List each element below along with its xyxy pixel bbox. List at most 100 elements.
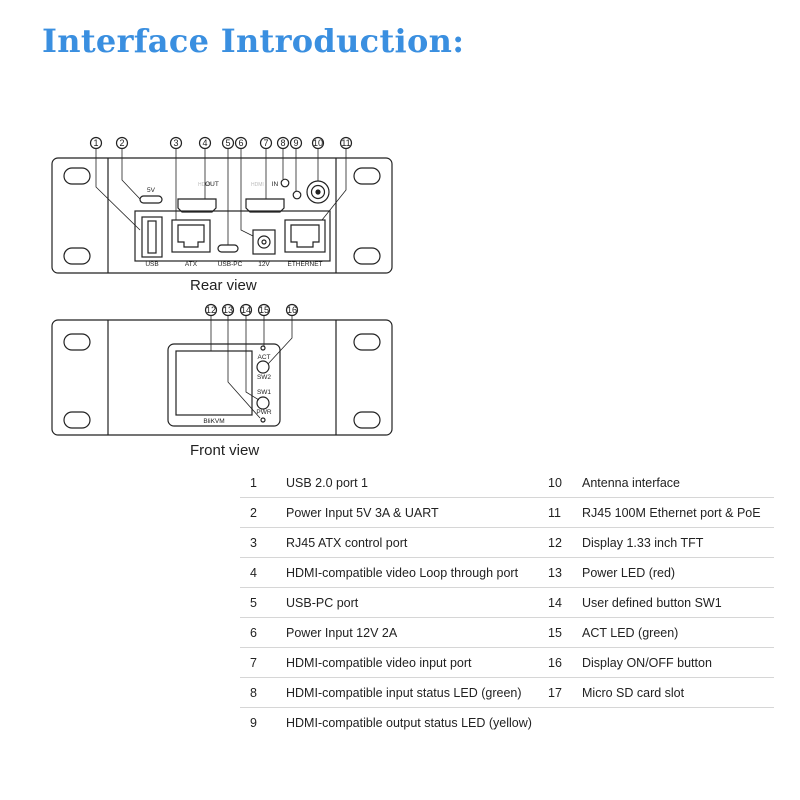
legend-number: 6 [240,617,286,648]
act-led-icon [260,345,266,351]
mounting-slot [353,411,381,429]
legend-text: RJ45 ATX control port [286,527,548,558]
hdmi-out-port-icon [177,198,217,213]
page-title: Interface Introduction: [42,22,465,60]
brand-label: BliKVM [203,418,224,425]
legend-text: Display 1.33 inch TFT [582,527,774,558]
legend-text: ACT LED (green) [582,617,774,648]
legend-text: HDMI-compatible video input port [286,647,548,678]
interface-legend-table: 1 USB 2.0 port 1 10 Antenna interface 2 … [240,468,774,737]
hdmi-out-label: OUT [205,181,219,188]
legend-text: Micro SD card slot [582,677,774,708]
mounting-slot [353,167,381,185]
table-row: 6 Power Input 12V 2A 15 ACT LED (green) [240,617,774,648]
callout-number: 2 [119,138,124,148]
sw2-label: SW2 [257,374,271,381]
mounting-slot [353,247,381,265]
callout-number: 11 [341,138,350,148]
legend-number: 11 [548,497,582,528]
rear-view-caption: Rear view [190,277,257,294]
callout-number: 16 [287,305,297,315]
legend-number: 14 [548,587,582,618]
table-row: 7 HDMI-compatible video input port 16 Di… [240,647,774,678]
legend-text [582,708,774,738]
legend-text: HDMI-compatible output status LED (yello… [286,715,532,730]
act-label: ACT [258,354,271,361]
legend-text: Power Input 12V 2A [286,617,548,648]
callout-number: 12 [206,305,216,315]
table-row: 1 USB 2.0 port 1 10 Antenna interface [240,468,774,498]
callout-number: 8 [280,138,285,148]
pwr-led-icon [260,417,266,423]
legend-number: 12 [548,527,582,558]
legend-text: HDMI-compatible video Loop through port [286,557,548,588]
usb-c-5v-port-icon [139,195,163,204]
pwr-label: PWR [256,409,271,416]
front-view-caption: Front view [190,442,260,459]
legend-text: Power Input 5V 3A & UART [286,497,548,528]
legend-text: RJ45 100M Ethernet port & PoE [582,497,774,528]
legend-number: 5 [240,587,286,618]
legend-number: 17 [548,677,582,708]
legend-text: Antenna interface [582,468,774,498]
legend-text: User defined button SW1 [582,587,774,618]
rear-view-device: HDMI HDMI [51,157,393,274]
legend-number: 10 [548,468,582,498]
device-diagram: HDMI HDMI [51,136,393,436]
table-row: 4 HDMI-compatible video Loop through por… [240,557,774,588]
ethernet-label: ETHERNET [287,261,322,268]
input-led-icon [280,178,290,188]
callout-number: 1 [93,138,98,148]
sw1-label: SW1 [257,389,271,396]
12v-label: 12V [258,261,270,268]
legend-text: USB-PC port [286,587,548,618]
mounting-slot [63,411,91,429]
atx-label: ATX [185,261,198,268]
front-view-device [51,319,393,436]
legend-number: 8 [240,677,286,708]
sw2-button-icon [256,360,270,374]
callout-number: 5 [225,138,230,148]
usb-pc-label: USB-PC [218,261,243,268]
callout-number: 4 [202,138,207,148]
mounting-slot [63,333,91,351]
legend-text: HDMI-compatible input status LED (green) [286,677,548,708]
callout-number: 10 [313,138,323,148]
front-callouts [204,303,299,317]
tft-display [175,350,253,416]
svg-text:HDMI: HDMI [198,182,211,188]
legend-number: 3 [240,527,286,558]
atx-rj45-port-icon [171,219,211,253]
usb-port-icon [141,216,163,258]
mounting-slot [63,167,91,185]
output-led-icon [292,190,302,200]
legend-number: 2 [240,497,286,528]
hdmi-in-label: IN [272,181,279,188]
legend-number: 16 [548,647,582,678]
callout-number: 3 [173,138,178,148]
callout-number: 14 [241,305,251,315]
table-row: 5 USB-PC port 14 User defined button SW1 [240,587,774,618]
callout-number: 9 [293,138,298,148]
legend-number: 4 [240,557,286,588]
mounting-slot [353,333,381,351]
front-leader-lines [210,315,293,419]
dc-12v-port-icon [252,229,276,255]
legend-text: Display ON/OFF button [582,647,774,678]
sw1-button-icon [256,396,270,410]
table-row: 9 HDMI-compatible output status LED (yel… [240,708,774,738]
table-row: 8 HDMI-compatible input status LED (gree… [240,677,774,708]
table-row: 3 RJ45 ATX control port 12 Display 1.33 … [240,527,774,558]
callout-number: 15 [259,305,269,315]
legend-number: 9 [250,715,257,730]
legend-number [548,708,582,738]
legend-text: USB 2.0 port 1 [286,468,548,498]
callout-number: 7 [263,138,268,148]
legend-number: 13 [548,557,582,588]
legend-number: 15 [548,617,582,648]
legend-number: 1 [240,468,286,498]
hdmi-in-port-icon [245,198,285,213]
legend-number: 7 [240,647,286,678]
svg-text:HDMI: HDMI [251,182,264,188]
legend-text: Power LED (red) [582,557,774,588]
